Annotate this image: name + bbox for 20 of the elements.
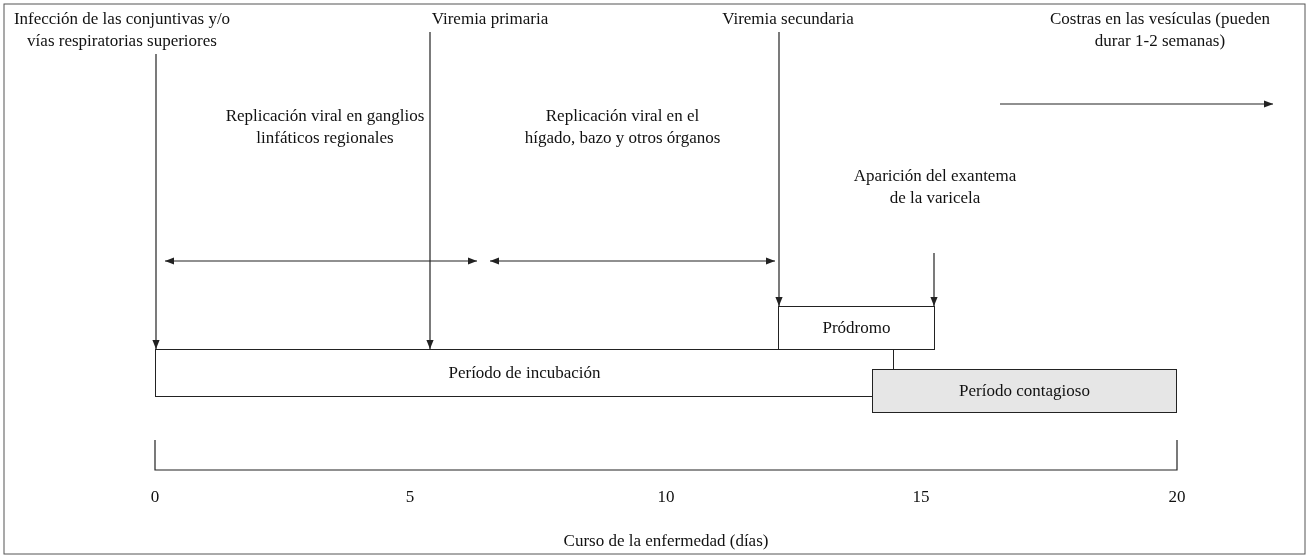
arrow (152, 53, 160, 350)
tick-label: 5 (405, 487, 415, 506)
arrow (930, 252, 938, 307)
event-label: Replicación viral en ganglios linfáticos regionales (225, 105, 425, 149)
event-label: Replicación viral en el hígado, bazo y otros órganos (520, 105, 725, 149)
axis-title: Curso de la enfermedad (días) (563, 531, 769, 550)
tick-label: 10 (657, 487, 675, 506)
tick-label: 0 (150, 487, 160, 506)
event-label: Viremia primaria (410, 8, 570, 30)
period-bar: Período contagioso (872, 369, 1177, 413)
arrow (775, 31, 783, 307)
period-bar: Período de incubación (155, 349, 894, 397)
event-label: Viremia secundaria (708, 8, 868, 30)
event-label: Infección de las conjuntivas y/o vías respiratorias superiores (4, 8, 240, 52)
arrow (426, 31, 434, 350)
tick-label: 15 (912, 487, 930, 506)
event-label: Costras en las vesículas (pueden durar 1-2 semanas) (1045, 8, 1275, 52)
event-label: Aparición del exantema de la varicela (850, 165, 1020, 209)
period-bar: Pródromo (778, 306, 935, 350)
tick-label: 20 (1168, 487, 1186, 506)
